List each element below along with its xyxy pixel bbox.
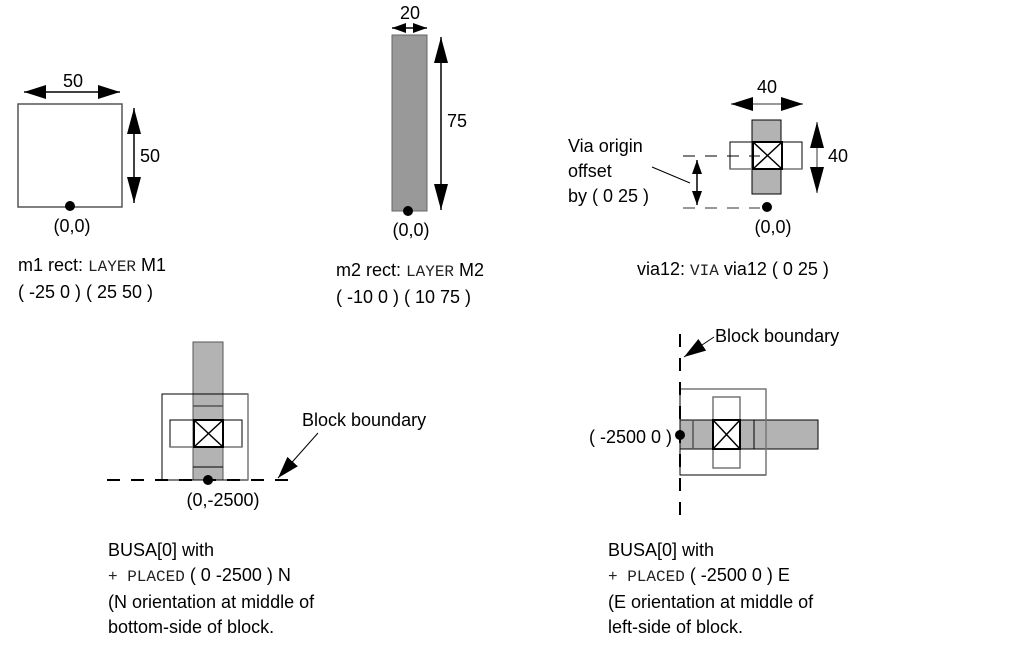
east-origin-point (675, 430, 685, 440)
north-caption-line1: BUSA[0] with (108, 540, 215, 560)
m1-caption: m1 rect: LAYER M1 ( -25 0 ) ( 25 50 ) (18, 253, 166, 305)
via-width-label: 40 (757, 77, 777, 97)
north-caption-coords: ( 0 -2500 ) N (184, 565, 291, 585)
east-caption-line1: BUSA[0] with (608, 540, 715, 560)
north-caption-keyword: PLACED (127, 568, 185, 586)
m2-caption-coords: ( -10 0 ) ( 10 75 ) (336, 287, 472, 307)
east-origin-label: ( -2500 0 ) (589, 427, 672, 447)
north-placement-panel: Block boundary (0,-2500) (107, 341, 426, 510)
via-cut-cross (752, 141, 783, 170)
via-caption: via12: VIA via12 ( 0 25 ) (637, 257, 829, 284)
via-caption-suffix: via12 ( 0 25 ) (718, 259, 829, 279)
north-boundary-label: Block boundary (302, 410, 426, 430)
m2-caption-prefix: m2 rect: (336, 260, 407, 280)
north-origin-point (203, 475, 213, 485)
m2-rect-panel: 20 75 (0,0) (391, 3, 467, 240)
north-via-cut-cross (193, 419, 224, 448)
east-m2-layer (679, 419, 819, 450)
via-offset-note-line1: Via origin (568, 136, 643, 156)
via12-panel: 40 40 Via origin offset by ( 0 25 ) (0,0… (568, 77, 848, 237)
via-height-label: 40 (828, 146, 848, 166)
north-caption-line3: (N orientation at middle of (108, 592, 315, 612)
m2-caption: m2 rect: LAYER M2 ( -10 0 ) ( 10 75 ) (336, 258, 484, 310)
m1-width-label: 50 (63, 71, 83, 91)
east-caption-plus: + (608, 568, 628, 586)
north-m2-layer (192, 341, 224, 481)
m2-width-label: 20 (400, 3, 420, 23)
m1-rect-panel: 50 50 (0,0) (17, 71, 160, 236)
m2-rect-shape (391, 34, 428, 212)
east-caption: BUSA[0] with + PLACED ( -2500 0 ) E (E o… (608, 538, 813, 640)
m1-caption-keyword: LAYER (88, 258, 137, 276)
east-caption-keyword: PLACED (627, 568, 685, 586)
via-offset-note-line3: by ( 0 25 ) (568, 186, 649, 206)
m2-caption-keyword: LAYER (406, 263, 455, 281)
m1-caption-coords: ( -25 0 ) ( 25 50 ) (18, 282, 154, 302)
north-boundary-pointer-arrow (277, 432, 319, 479)
east-boundary-label: Block boundary (715, 326, 839, 346)
north-caption-line4: bottom-side of block. (108, 617, 275, 637)
m1-origin-point (65, 201, 75, 211)
north-origin-label: (0,-2500) (186, 490, 259, 510)
m1-caption-suffix: M1 (136, 255, 167, 275)
m1-rect-shape (17, 103, 123, 208)
east-caption-line3: (E orientation at middle of (608, 592, 814, 612)
via-caption-keyword: VIA (690, 262, 719, 280)
m2-origin-label: (0,0) (392, 220, 429, 240)
east-placement-panel: Block boundary ( -2500 0 ) (589, 326, 839, 525)
via-offset-note-line2: offset (568, 161, 612, 181)
via-origin-point (762, 202, 772, 212)
via-offset-leader-line (651, 166, 691, 184)
via-caption-prefix: via12: (637, 259, 691, 279)
m2-origin-point (403, 206, 413, 216)
east-caption-line4: left-side of block. (608, 617, 744, 637)
east-caption-coords: ( -2500 0 ) E (684, 565, 790, 585)
m1-origin-label: (0,0) (53, 216, 90, 236)
m1-caption-prefix: m1 rect: (18, 255, 89, 275)
m2-caption-suffix: M2 (454, 260, 485, 280)
m1-height-label: 50 (140, 146, 160, 166)
north-caption-plus: + (108, 568, 128, 586)
m2-height-label: 75 (447, 111, 467, 131)
east-via-cut-cross (712, 419, 741, 450)
north-caption: BUSA[0] with + PLACED ( 0 -2500 ) N (N o… (108, 538, 314, 640)
via-origin-label: (0,0) (754, 217, 791, 237)
east-boundary-pointer-arrow (683, 336, 715, 358)
